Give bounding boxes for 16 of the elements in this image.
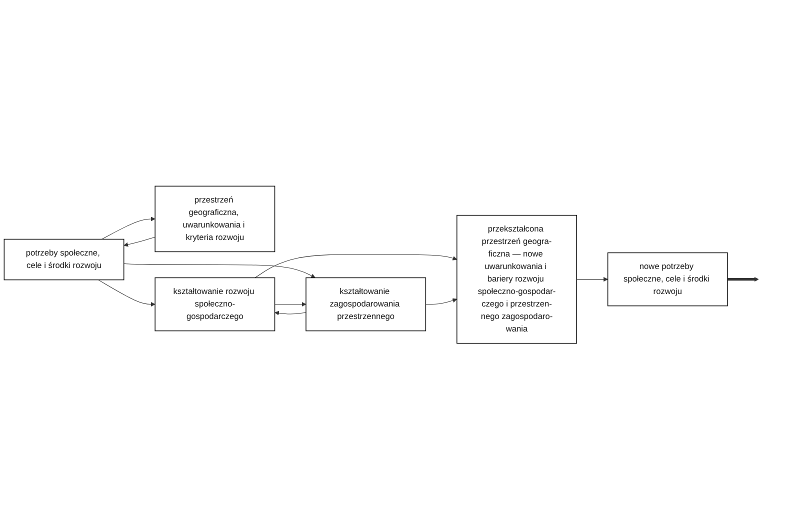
arrow: [274, 311, 306, 316]
arrow: [98, 280, 156, 307]
arrow: [254, 254, 458, 278]
arrow: [425, 298, 458, 305]
arrow: [728, 277, 759, 282]
node-box: potrzeby społeczne, cele i środki rozwoju: [4, 239, 124, 280]
arrow: [124, 264, 316, 278]
node-box: kształtowanie rozwoju społeczno-gospodarczego: [154, 278, 276, 332]
arrow: [101, 216, 156, 240]
node-box: przestrzeń geograficzna, uwarunkowania i kryteria rozwoju: [154, 186, 276, 252]
node-box: przekształcona przestrzeń geogra-ficzna — nowe uwarunkowania i bariery rozwoju społeczno-gospodar-czego i przestrzen-nego zagospodaro-wania: [456, 215, 577, 344]
arrow: [274, 302, 306, 307]
node-box: nowe potrzeby społeczne, cele i środki rozwoju: [607, 252, 728, 306]
arrow: [124, 237, 156, 248]
node-box: kształtowanie zagospodarowania przestrzennego: [306, 278, 426, 332]
arrow: [576, 277, 608, 282]
